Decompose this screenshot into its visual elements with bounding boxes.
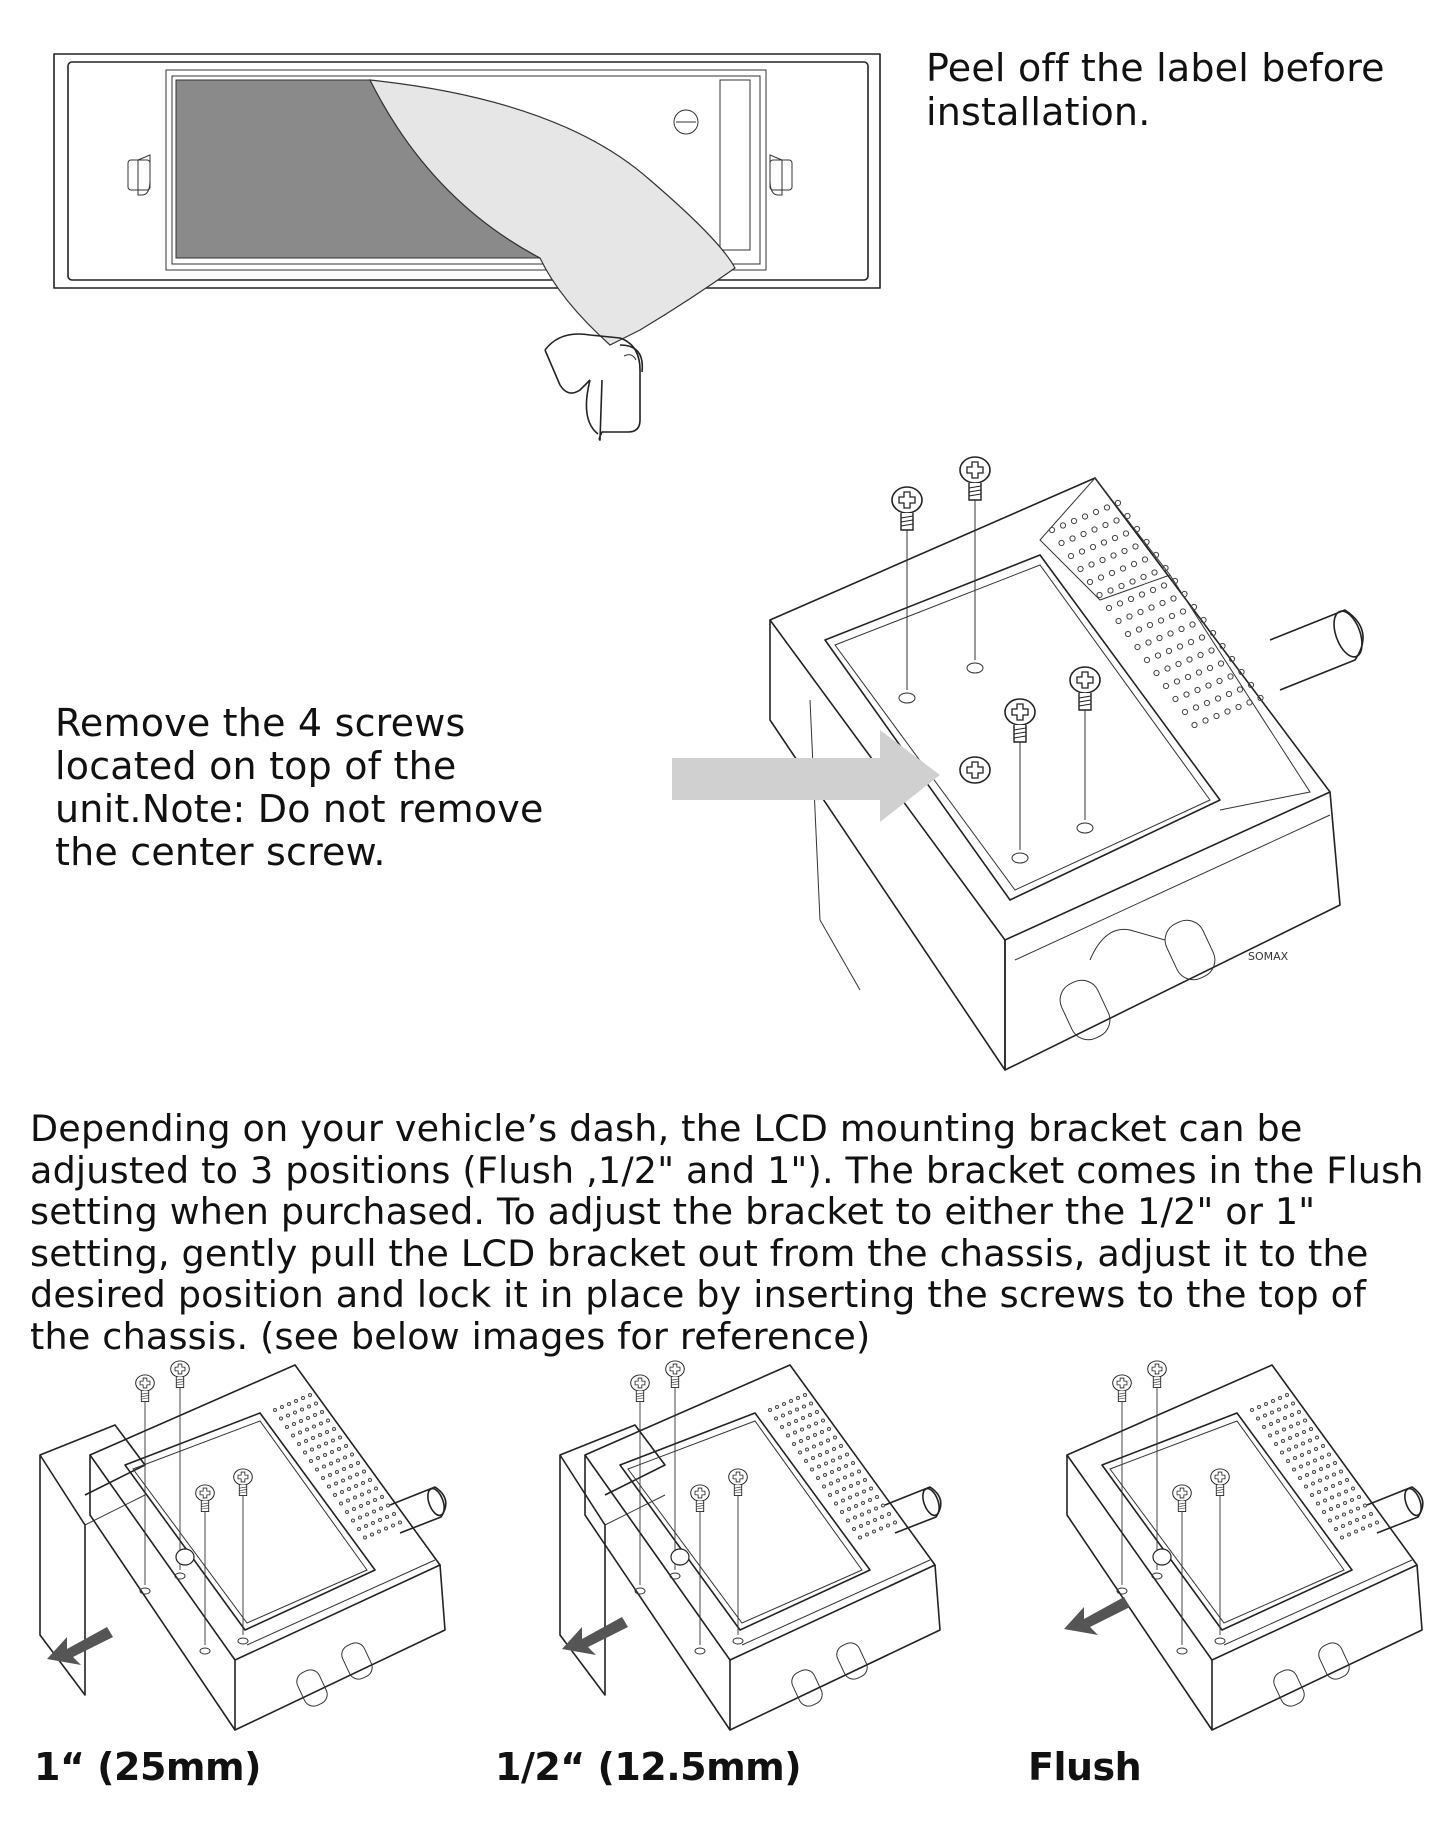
caption-half-inch: 1/2“ (12.5mm) bbox=[495, 1745, 802, 1789]
vent-holes bbox=[1250, 1393, 1379, 1540]
vent-holes bbox=[273, 1393, 402, 1540]
caption-flush: Flush bbox=[1028, 1745, 1142, 1789]
screw-icon bbox=[1004, 698, 1036, 743]
center-screw-icon bbox=[670, 1548, 690, 1566]
screw-icon bbox=[1112, 1374, 1132, 1403]
center-screw-icon bbox=[175, 1548, 195, 1566]
screw-icon bbox=[1069, 666, 1101, 711]
peel-instruction: Peel off the label before installation. bbox=[926, 46, 1385, 134]
screw-icon bbox=[1172, 1484, 1192, 1513]
hand-icon bbox=[544, 333, 644, 441]
chassis-variant bbox=[1064, 1360, 1424, 1731]
screw-icon bbox=[690, 1484, 710, 1513]
arrow-right-icon bbox=[672, 730, 940, 822]
chassis-variant bbox=[559, 1360, 942, 1731]
caption-one-inch: 1“ (25mm) bbox=[34, 1745, 261, 1789]
screw-icon bbox=[959, 456, 991, 501]
brand-mark: SOMAX bbox=[1248, 950, 1289, 963]
screw-icon bbox=[170, 1360, 190, 1389]
peeled-label bbox=[368, 79, 736, 346]
screw-icon bbox=[891, 486, 923, 531]
bracket-adjust-instruction: Depending on your vehicle’s dash, the LC… bbox=[30, 1107, 1424, 1358]
screw-icon bbox=[665, 1360, 685, 1389]
faceplate-drawing bbox=[53, 53, 881, 289]
label-sticker bbox=[175, 79, 541, 259]
vent-holes bbox=[768, 1393, 897, 1540]
chassis-variant bbox=[39, 1360, 447, 1731]
screw-icon bbox=[728, 1468, 748, 1497]
screw-guides bbox=[898, 488, 1094, 864]
arrow-left-icon bbox=[562, 1617, 628, 1655]
screw-icon bbox=[630, 1374, 650, 1403]
center-screw-icon bbox=[1152, 1548, 1172, 1566]
remove-screws-instruction: Remove the 4 screws located on top of th… bbox=[55, 701, 544, 874]
vent-holes bbox=[1048, 499, 1264, 729]
screws-group bbox=[891, 456, 1101, 784]
chassis-drawing: SOMAX bbox=[769, 477, 1364, 1071]
screw-icon bbox=[233, 1468, 253, 1497]
center-screw-icon bbox=[959, 756, 991, 784]
arrow-left-icon bbox=[47, 1627, 113, 1665]
arrow-left-icon bbox=[1064, 1597, 1130, 1635]
screw-icon bbox=[1147, 1360, 1167, 1389]
screw-icon bbox=[195, 1484, 215, 1513]
screw-icon bbox=[1210, 1468, 1230, 1497]
screw-icon bbox=[135, 1374, 155, 1403]
